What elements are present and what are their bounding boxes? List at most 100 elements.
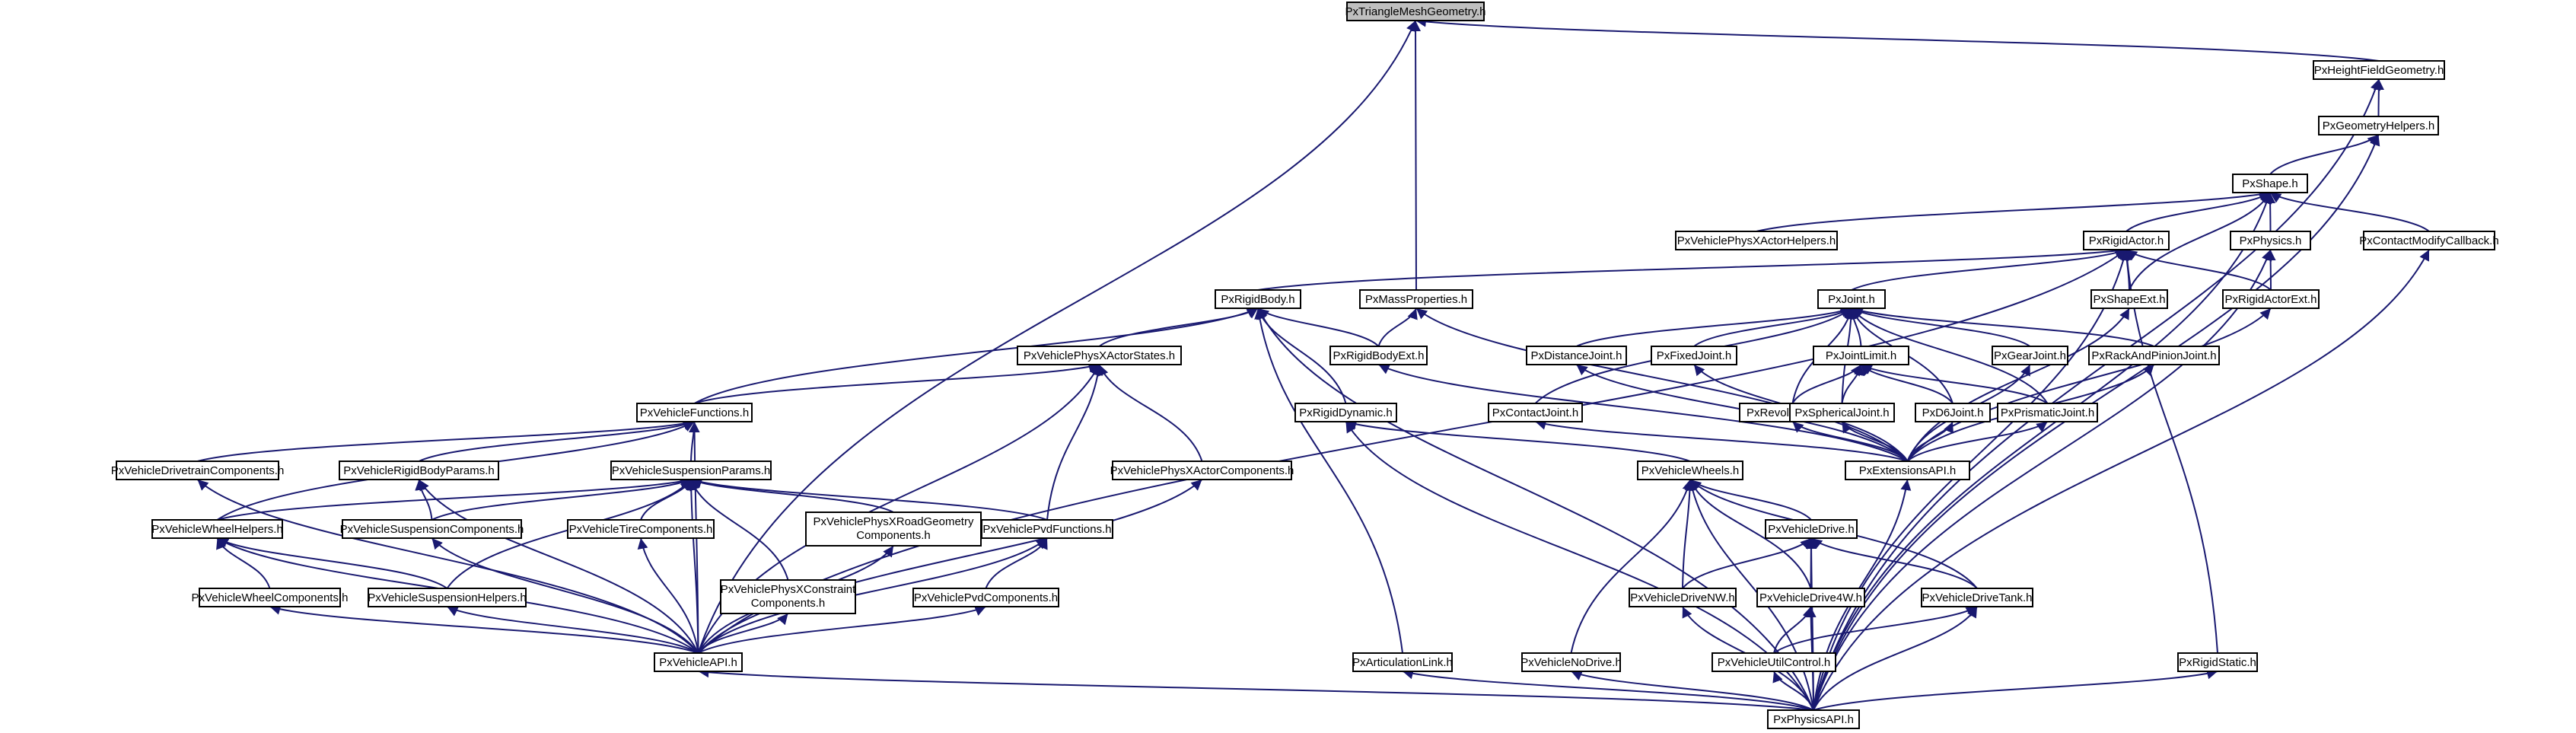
node-se[interactable]: PxShapeExt.h <box>2090 289 2168 309</box>
node-box <box>1845 461 1970 480</box>
node-box <box>1346 2 1485 21</box>
node-box <box>1997 403 2098 422</box>
edge-vpvdf-to-vsp <box>690 477 1048 521</box>
node-label: PxGeometryHelpers.h <box>2323 120 2435 132</box>
edge-vpxc-to-vsp <box>689 479 789 581</box>
node-sj[interactable]: PxSphericalJoint.h <box>1789 403 1895 422</box>
node-rbe[interactable]: PxRigidBodyExt.h <box>1329 346 1428 365</box>
node-shape[interactable]: PxShape.h <box>2232 174 2308 193</box>
edge-vapi-to-vwc <box>269 604 699 654</box>
node-phys[interactable]: PxPhysics.h <box>2230 231 2311 250</box>
edge-pj-to-jl <box>1861 364 2049 404</box>
node-box <box>1637 461 1743 480</box>
edge-papi-to-geoh <box>1813 134 2380 711</box>
edge-ra-to-shape <box>2125 192 2271 232</box>
edge-gj-to-joint <box>1851 308 2031 347</box>
node-box <box>1921 588 2033 607</box>
node-box <box>116 461 279 480</box>
node-jl[interactable]: PxJointLimit.h <box>1813 346 1909 365</box>
edge-papi-to-rs <box>1813 668 2218 711</box>
node-rd[interactable]: PxRigidDynamic.h <box>1294 403 1397 422</box>
node-vd[interactable]: PxVehicleDrive.h <box>1765 519 1858 539</box>
node-vrbp[interactable]: PxVehicleRigidBodyParams.h <box>339 461 499 480</box>
node-vapi[interactable]: PxVehicleAPI.h <box>654 652 743 672</box>
node-vuc[interactable]: PxVehicleUtilControl.h <box>1711 652 1836 672</box>
node-box <box>2313 60 2445 80</box>
node-vpvdc[interactable]: PxVehiclePvdComponents.h <box>912 588 1059 607</box>
node-vsh[interactable]: PxVehicleSuspensionHelpers.h <box>368 588 527 607</box>
node-vpxah[interactable]: PxVehiclePhysXActorHelpers.h <box>1675 231 1838 250</box>
node-vpxas[interactable]: PxVehiclePhysXActorStates.h <box>1017 346 1182 365</box>
node-vwh[interactable]: PxVehicleWheelHelpers.h <box>151 519 283 539</box>
node-label: PxTriangleMeshGeometry.h <box>1345 5 1485 18</box>
node-vpxac[interactable]: PxVehiclePhysXActorComponents.h <box>1110 461 1294 480</box>
node-box <box>2083 231 2170 250</box>
edge-vdc-to-vf <box>197 419 695 462</box>
node-d6[interactable]: PxD6Joint.h <box>1915 403 1991 422</box>
node-al[interactable]: PxArticulationLink.h <box>1352 652 1453 672</box>
node-hfg[interactable]: PxHeightFieldGeometry.h <box>2313 60 2445 80</box>
node-box <box>1756 588 1865 607</box>
node-vdnw[interactable]: PxVehicleDriveNW.h <box>1629 588 1737 607</box>
node-box <box>2090 289 2168 309</box>
node-fj[interactable]: PxFixedJoint.h <box>1651 346 1737 365</box>
node-vtc[interactable]: PxVehicleTireComponents.h <box>567 519 715 539</box>
node-dj[interactable]: PxDistanceJoint.h <box>1526 346 1627 365</box>
edge-papi-to-rb <box>1257 308 1814 711</box>
node-vdt[interactable]: PxVehicleDriveTank.h <box>1921 588 2033 607</box>
node-vpvdf[interactable]: PxVehiclePvdFunctions.h <box>981 519 1113 539</box>
node-box <box>654 652 743 672</box>
node-label: PxVehicleSuspensionComponents.h <box>340 523 524 536</box>
node-box <box>1488 403 1583 422</box>
edge-papi-to-phys <box>1813 249 2272 711</box>
node-papi[interactable]: PxPhysicsAPI.h <box>1767 709 1860 729</box>
node-box <box>2222 289 2320 309</box>
node-label: PxVehicleSuspensionHelpers.h <box>368 591 526 604</box>
node-mp[interactable]: PxMassProperties.h <box>1359 289 1473 309</box>
node-vdc[interactable]: PxVehicleDrivetrainComponents.h <box>111 461 285 480</box>
node-ra[interactable]: PxRigidActor.h <box>2083 231 2170 250</box>
node-joint[interactable]: PxJoint.h <box>1817 289 1886 309</box>
node-vnd[interactable]: PxVehicleNoDrive.h <box>1520 652 1622 672</box>
edge-papi-to-al <box>1402 668 1814 711</box>
node-label: PxRigidStatic.h <box>2179 656 2256 669</box>
node-rae[interactable]: PxRigidActorExt.h <box>2222 289 2320 309</box>
edge-vwc-to-vwh <box>216 537 271 589</box>
edge-vrbp-to-vf <box>419 420 695 462</box>
node-rb[interactable]: PxRigidBody.h <box>1215 289 1301 309</box>
edge-ext-to-rj <box>1791 421 1909 462</box>
node-vw[interactable]: PxVehicleWheels.h <box>1637 461 1743 480</box>
node-label: PxFixedJoint.h <box>1657 349 1731 362</box>
node-vsp[interactable]: PxVehicleSuspensionParams.h <box>610 461 772 480</box>
node-gj[interactable]: PxGearJoint.h <box>1992 346 2068 365</box>
node-vwc[interactable]: PxVehicleWheelComponents.h <box>192 588 349 607</box>
edge-vapi-to-vpxc <box>697 613 789 654</box>
node-vf[interactable]: PxVehicleFunctions.h <box>636 403 753 422</box>
node-label: PxGearJoint.h <box>1994 349 2066 362</box>
node-ext[interactable]: PxExtensionsAPI.h <box>1845 461 1970 480</box>
node-label: PxPhysics.h <box>2240 234 2302 247</box>
edge-rbe-to-mp <box>1377 308 1418 347</box>
edge-geoh-to-hfg <box>2373 78 2384 117</box>
node-rs[interactable]: PxRigidStatic.h <box>2177 652 2258 672</box>
node-box <box>2177 652 2258 672</box>
edge-dj-to-joint <box>1576 307 1852 347</box>
node-vd4w[interactable]: PxVehicleDrive4W.h <box>1756 588 1865 607</box>
node-label: PxDistanceJoint.h <box>1530 349 1622 362</box>
node-tmg[interactable]: PxTriangleMeshGeometry.h <box>1345 2 1486 21</box>
node-label: PxPrismaticJoint.h <box>2001 406 2094 419</box>
node-vsc[interactable]: PxVehicleSuspensionComponents.h <box>340 519 524 539</box>
node-rpj[interactable]: PxRackAndPinionJoint.h <box>2088 346 2220 365</box>
node-box <box>1767 709 1860 729</box>
node-geoh[interactable]: PxGeometryHelpers.h <box>2318 116 2439 135</box>
node-cj[interactable]: PxContactJoint.h <box>1488 403 1583 422</box>
node-pj[interactable]: PxPrismaticJoint.h <box>1997 403 2098 422</box>
node-label: PxRackAndPinionJoint.h <box>2091 349 2216 362</box>
edge-vpvdf-to-vpxas <box>1046 364 1103 521</box>
node-box <box>342 519 522 539</box>
node-cmc[interactable]: PxContactModifyCallback.h <box>2359 231 2499 250</box>
node-label: PxVehiclePvdComponents.h <box>914 591 1058 604</box>
node-label: PxContactJoint.h <box>1492 406 1578 419</box>
